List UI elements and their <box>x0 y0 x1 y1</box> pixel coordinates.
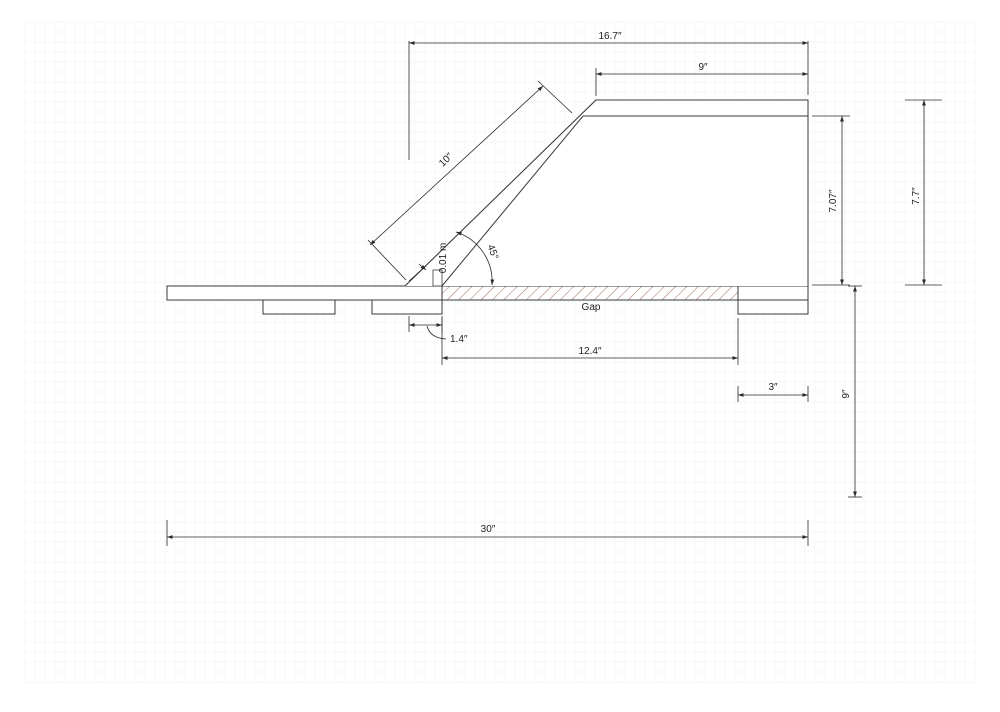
label-gap: Gap <box>582 302 601 313</box>
label-overall-width: 30″ <box>481 524 496 535</box>
background-grid <box>24 21 976 684</box>
ext-line-ramp-bottom <box>367 239 407 281</box>
label-thickness: 0.01 m <box>438 243 449 274</box>
label-angle: 45° <box>485 243 501 261</box>
ext-line-ramp-top <box>537 80 573 114</box>
foot-right <box>737 299 809 315</box>
label-overall-top: 16.7″ <box>598 31 621 42</box>
label-offset: 1.4″ <box>450 334 468 345</box>
gap-hatch <box>441 285 739 301</box>
label-inner-height: 7.07″ <box>828 189 839 212</box>
label-ramp-length: 10″ <box>437 151 456 169</box>
dim-thickness-tick <box>418 263 427 271</box>
foot-middle <box>371 299 443 315</box>
dim-angle-arc <box>455 231 495 286</box>
dim-offset-leader <box>426 325 447 340</box>
foot-left <box>262 299 336 315</box>
label-outer-height: 7.7″ <box>911 187 922 205</box>
label-gap-width: 12.4″ <box>578 346 601 357</box>
label-top-shelf: 9″ <box>698 62 708 73</box>
dim-ramp-length <box>369 85 544 246</box>
label-right-block: 3″ <box>768 382 778 393</box>
label-drop-height: 9″ <box>841 389 852 399</box>
ramp-notch <box>432 269 443 287</box>
